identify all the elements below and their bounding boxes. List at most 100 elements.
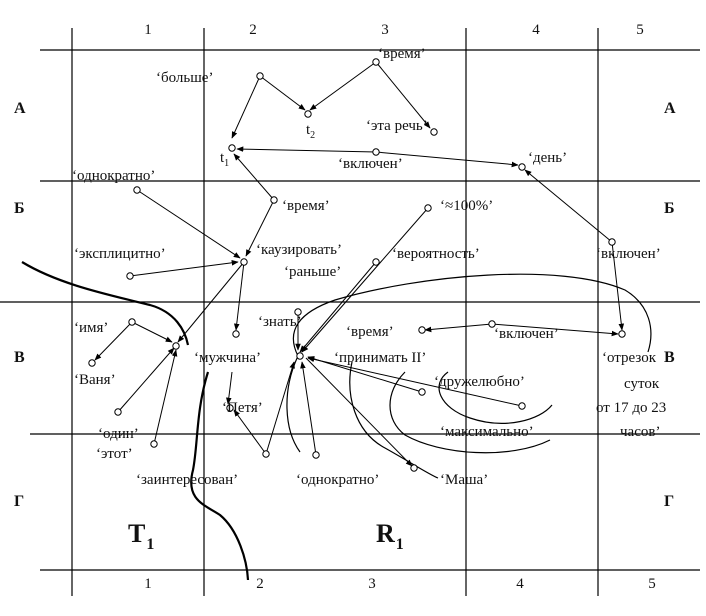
edge-vkl-b-otrezok (611, 241, 625, 331)
node-den (518, 163, 526, 171)
label-vanya: ‘Ваня’ (74, 372, 116, 388)
node-eksplitsitno (126, 272, 134, 280)
node-vanya (88, 359, 96, 367)
boundary-curve-inner-3 (438, 371, 553, 424)
label-muzhchina: ‘мужчина’ (194, 350, 261, 366)
node-kauzirovat (240, 258, 248, 266)
row-right-g: Г (664, 493, 674, 510)
col-bottom-3: 3 (368, 576, 376, 592)
label-druzhelyubno: ‘дружелюбно’ (434, 374, 525, 390)
label-bolshe: ‘больше’ (156, 70, 213, 86)
node-vremya-b (270, 196, 278, 204)
edge-vkl-c-vremya (424, 323, 493, 333)
node-bolshe (256, 72, 264, 80)
node-znat (294, 308, 302, 316)
label-t1: t1 (220, 150, 229, 169)
edge-vremya-b-kauz (245, 199, 275, 257)
column-labels-bottom: 1 2 3 4 5 (144, 576, 656, 592)
node-odin (114, 408, 122, 416)
label-vklyuchen-a: ‘включен’ (338, 156, 403, 172)
edge-odin-node (117, 347, 175, 413)
label-ranshe: ‘раньше’ (284, 264, 341, 280)
col-top-2: 2 (249, 22, 257, 38)
edge-ranshe-prin (299, 261, 377, 353)
edge-muzh-petya (226, 371, 233, 405)
edge-vremya-etarech (375, 61, 431, 129)
col-bottom-4: 4 (516, 576, 524, 592)
label-otrezok: ‘отрезок (602, 350, 657, 366)
edge-etot-node (153, 349, 178, 445)
node-odnokratno-g (312, 451, 320, 459)
edge-imya-vanya (94, 321, 133, 361)
label-imya: ‘имя’ (74, 320, 108, 336)
label-vklyuchen-b: ‘включен’ (596, 246, 661, 262)
region-curves (21, 261, 652, 581)
region-label-r1: R1 (376, 519, 404, 553)
label-vremya-c: ‘время’ (346, 324, 394, 340)
label-odnokratno-b: ‘однократно’ (72, 168, 155, 184)
node-t1 (228, 144, 236, 152)
row-right-a: А (664, 100, 676, 117)
col-top-1: 1 (144, 22, 152, 38)
edge-kauz-node-v (177, 261, 245, 343)
col-top-4: 4 (532, 22, 540, 38)
label-prinimat: ‘принимать II’ (334, 350, 426, 366)
node-etot (150, 440, 158, 448)
label-vklyuchen-c: ‘включен’ (494, 326, 559, 342)
edge-100-prin (301, 207, 429, 353)
label-veroyatnost: ‘вероятность’ (392, 246, 480, 262)
label-zainteresovan: ‘заинтересован’ (136, 472, 238, 488)
node-t2 (304, 110, 312, 118)
node-vremya-c (418, 326, 426, 334)
label-eksplitsitno: ‘эксплицитно’ (74, 246, 166, 262)
label-100: ‘≈100%’ (440, 198, 493, 214)
node-vremya-top (372, 58, 380, 66)
edge-vkl-c-otrezok (491, 323, 619, 337)
row-left-v: В (14, 349, 25, 366)
label-vremya-top: ‘время’ (378, 46, 426, 62)
col-top-5: 5 (636, 22, 644, 38)
edge-vremya-b-t1 (233, 153, 275, 201)
label-vremya-b: ‘время’ (282, 198, 330, 214)
label-sutok: суток (624, 376, 660, 392)
edge-vklyuchen-den (375, 151, 519, 168)
label-znat: ‘знать’ (258, 314, 302, 330)
edge-odnokratno-kauz (136, 189, 241, 259)
label-eta-rech: ‘эта речь’ (366, 118, 428, 134)
boundary-curve-r1-left (286, 355, 301, 453)
node-imya (128, 318, 136, 326)
edge-vremya-t2 (309, 61, 377, 111)
column-labels-top: 1 2 3 4 5 (144, 22, 644, 38)
nodes (88, 58, 626, 472)
edge-bolshe-t2 (259, 75, 306, 111)
node-100 (424, 204, 432, 212)
label-odin: ‘один’ (98, 426, 139, 442)
label-chasov: часов’ (620, 424, 660, 440)
label-kauzirovat: ‘каузировать’ (256, 242, 342, 258)
edge-prin-masha (305, 357, 413, 467)
row-labels-left: А Б В Г (14, 100, 26, 510)
edge-kauz-muzh (233, 261, 245, 331)
boundary-curve-left-bottom (190, 371, 250, 581)
row-left-g: Г (14, 493, 24, 510)
node-prinimat (296, 352, 304, 360)
edge-odnokr-g-prin (300, 361, 317, 456)
node-muzhchina (232, 330, 240, 338)
boundary-curve-left-top (21, 261, 190, 346)
edge-max-prin (307, 356, 523, 407)
node-v-center (172, 342, 180, 350)
row-labels-right: А Б В Г (664, 100, 676, 510)
grid (0, 28, 700, 596)
row-left-b: Б (14, 200, 25, 217)
edge-vklyuchen-t1 (236, 146, 377, 153)
edges (94, 61, 625, 467)
node-petya (226, 404, 234, 412)
node-eta-rech (430, 128, 438, 136)
label-maksimalno: ‘максимально’ (440, 424, 534, 440)
node-vklyuchen-c (488, 320, 496, 328)
edge-zaint-petya (233, 409, 267, 455)
label-t2: t2 (306, 122, 315, 141)
label-odnokratno-g: ‘однократно’ (296, 472, 379, 488)
